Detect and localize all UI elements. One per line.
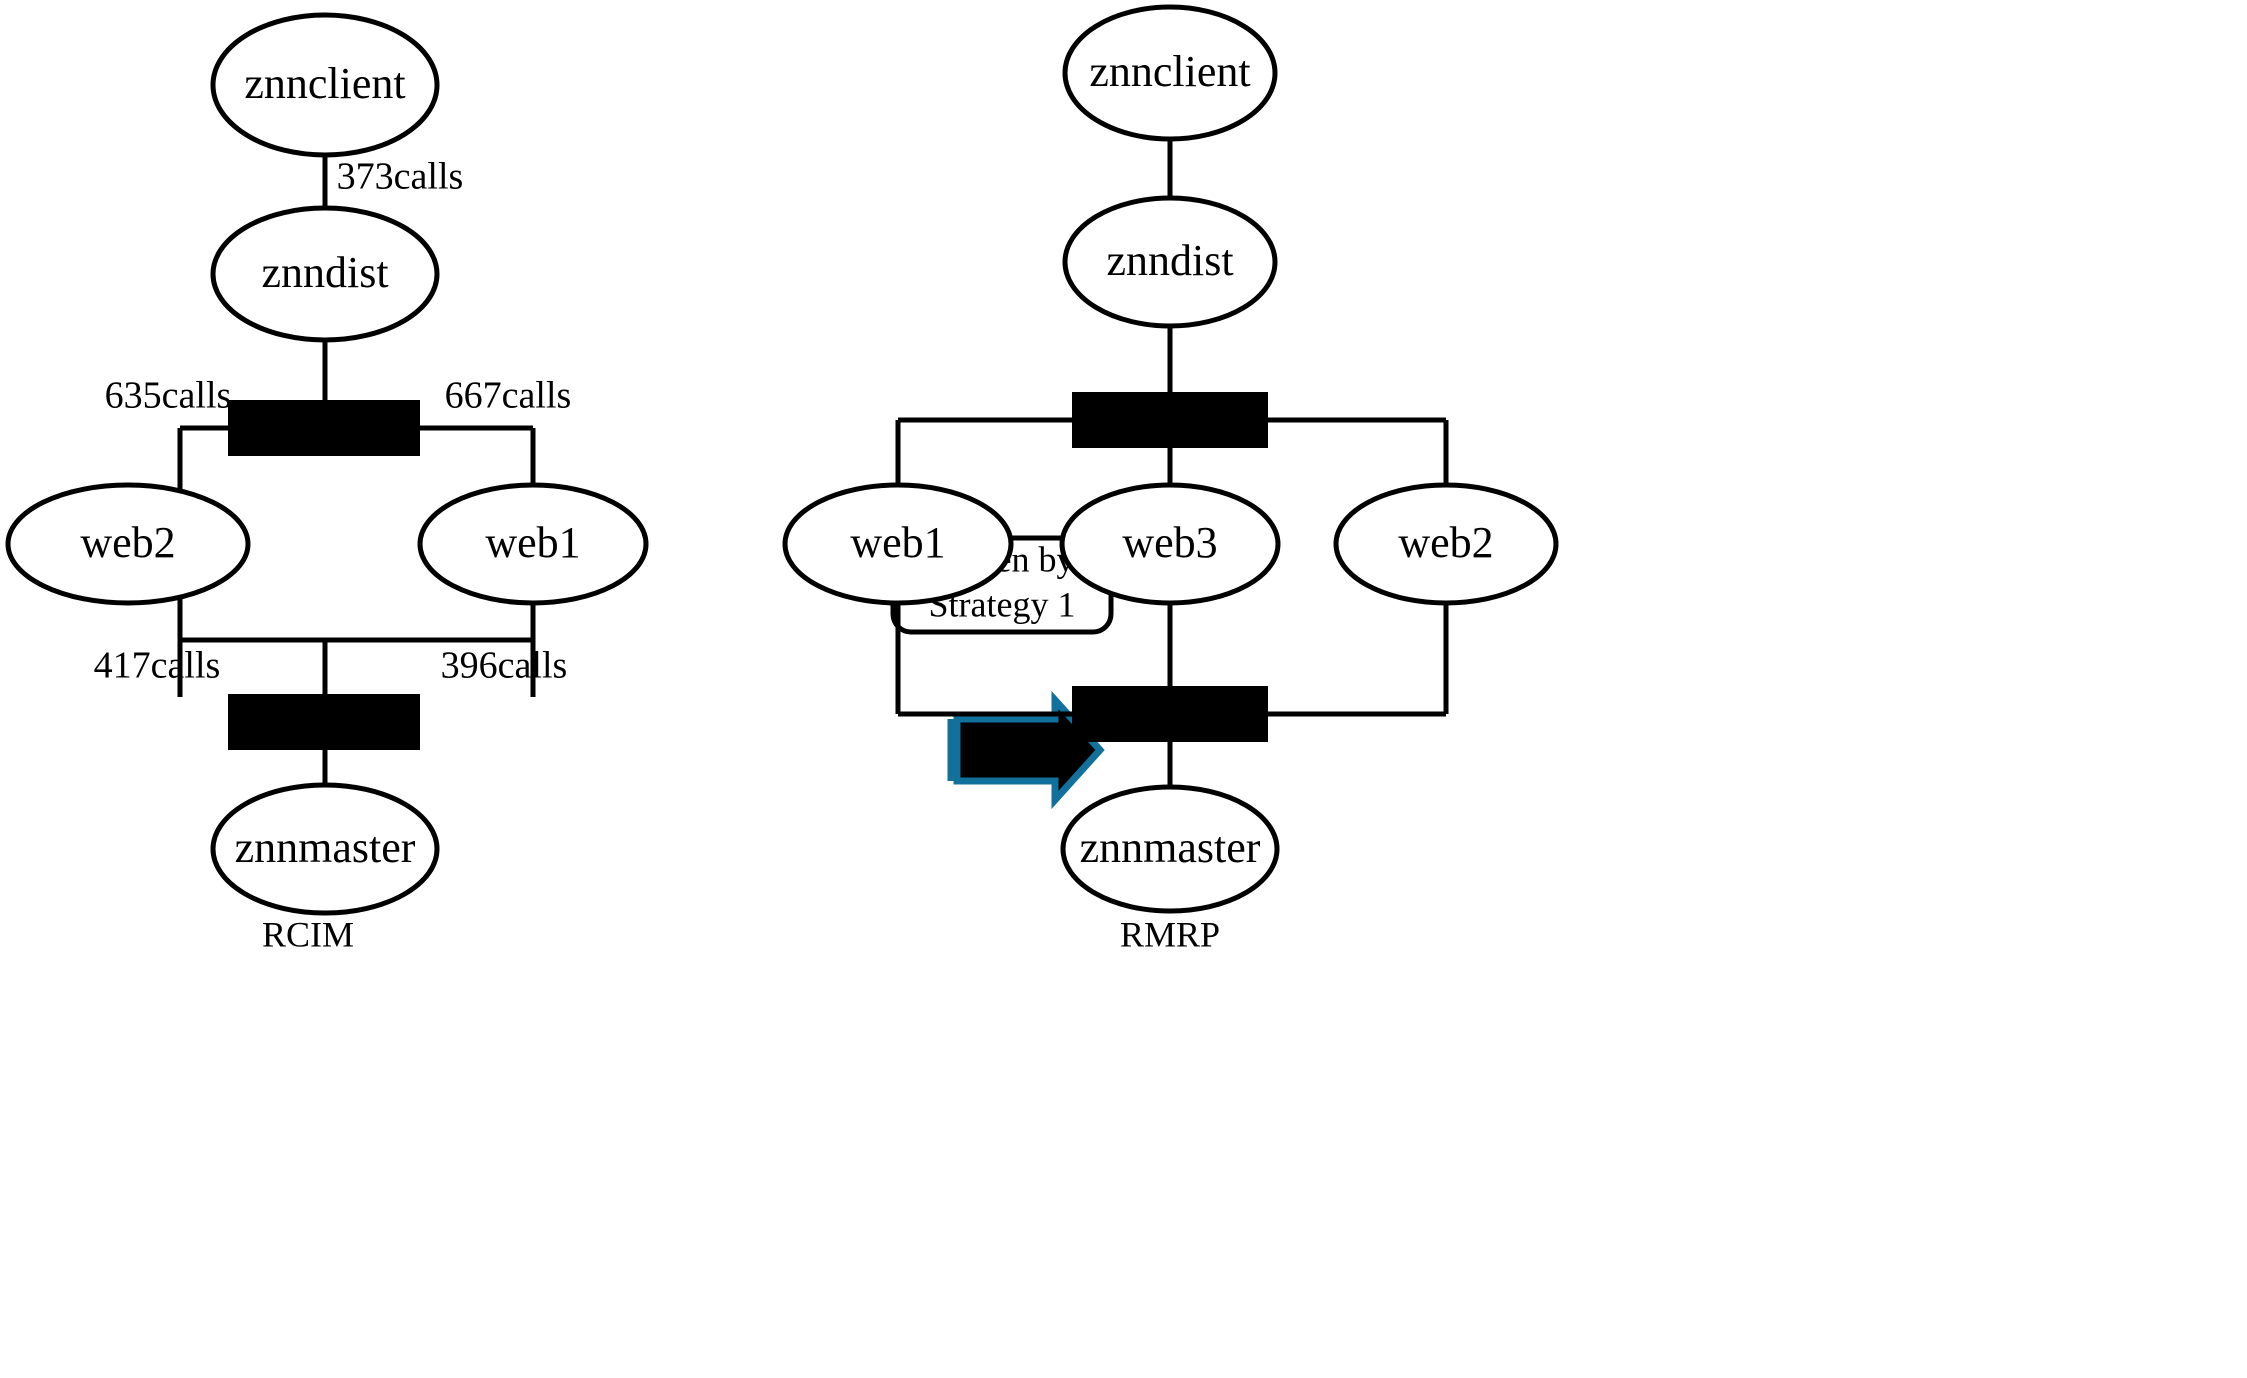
node-web2-left-label: web2 xyxy=(80,518,175,567)
node-web1-right-label: web1 xyxy=(850,518,945,567)
node-web3-right[interactable] xyxy=(1059,482,1281,606)
sync-bar-lower-right xyxy=(1072,686,1268,742)
node-znndist-right-label: znndist xyxy=(1106,236,1233,285)
node-znndist-left-label: znndist xyxy=(261,248,388,297)
node-znnclient-left-label: znnclient xyxy=(244,59,405,108)
edge-label-635calls: 635calls xyxy=(105,375,232,417)
node-web3-right-label: web3 xyxy=(1122,518,1217,567)
node-web2-left[interactable] xyxy=(5,482,251,606)
node-znnmaster-left[interactable] xyxy=(210,782,440,916)
edge-label-396calls: 396calls xyxy=(441,645,568,687)
node-znndist-right[interactable] xyxy=(1062,195,1278,329)
node-znndist-left[interactable] xyxy=(210,205,440,343)
node-znnmaster-right[interactable] xyxy=(1060,784,1280,914)
node-web2-right-label: web2 xyxy=(1398,518,1493,567)
node-web1-right[interactable] xyxy=(782,482,1014,606)
edge-label-417calls: 417calls xyxy=(94,645,221,687)
sync-bar-upper-right xyxy=(1072,392,1268,448)
node-web1-left-label: web1 xyxy=(485,518,580,567)
caption-rmrp: RMRP xyxy=(1120,914,1220,954)
caption-rcim: RCIM xyxy=(262,914,354,954)
edge-label-667calls: 667calls xyxy=(445,375,572,417)
sync-bar-upper-left xyxy=(228,400,420,456)
node-znnmaster-left-label: znnmaster xyxy=(235,823,416,872)
node-znnclient-right-label: znnclient xyxy=(1089,47,1250,96)
sync-bar-lower-left xyxy=(228,694,420,750)
node-znnmaster-right-label: znnmaster xyxy=(1080,823,1261,872)
node-znnclient-right[interactable] xyxy=(1062,4,1278,142)
edge-label-373calls: 373calls xyxy=(337,156,464,198)
left-model-group: znnclient znndist web2 web1 znnmaster 37… xyxy=(5,12,649,954)
right-model-group: znnclient znndist web1 web3 web2 znnmast… xyxy=(782,4,1559,954)
node-znnclient-left[interactable] xyxy=(210,12,440,158)
node-web1-left[interactable] xyxy=(417,482,649,606)
node-web2-right[interactable] xyxy=(1333,482,1559,606)
